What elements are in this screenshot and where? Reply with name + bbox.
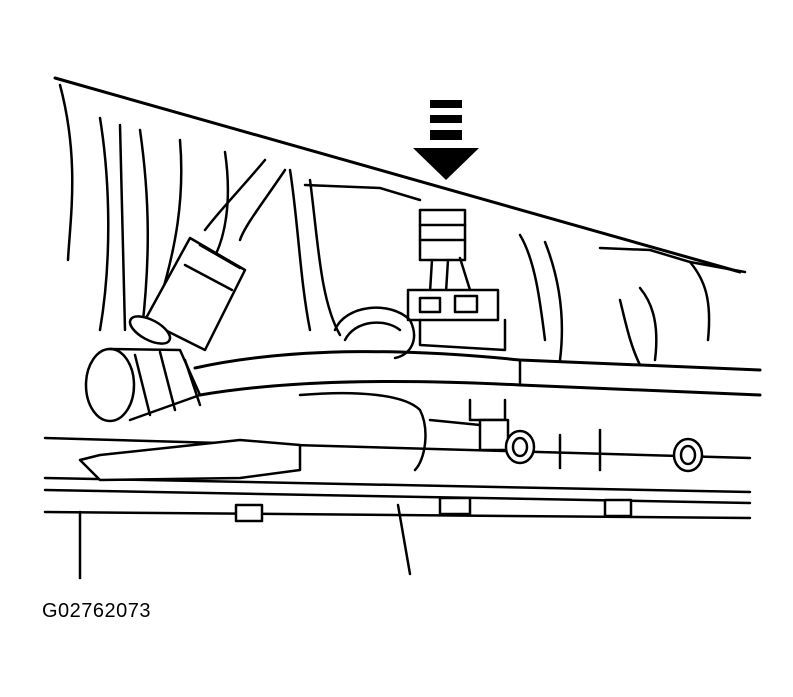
electrical-connector: [408, 210, 508, 450]
down-arrow-icon: [413, 100, 479, 180]
leader-lines: [80, 505, 410, 578]
pan-bolts: [236, 431, 702, 521]
cooler-tube: [195, 352, 760, 395]
transmission-case-outline: [55, 78, 745, 365]
valve-body-housing: [335, 308, 414, 358]
oil-pan-rails: [45, 393, 750, 518]
cooler-line-fitting: [86, 160, 285, 421]
figure-id-label: G02762073: [42, 600, 152, 622]
